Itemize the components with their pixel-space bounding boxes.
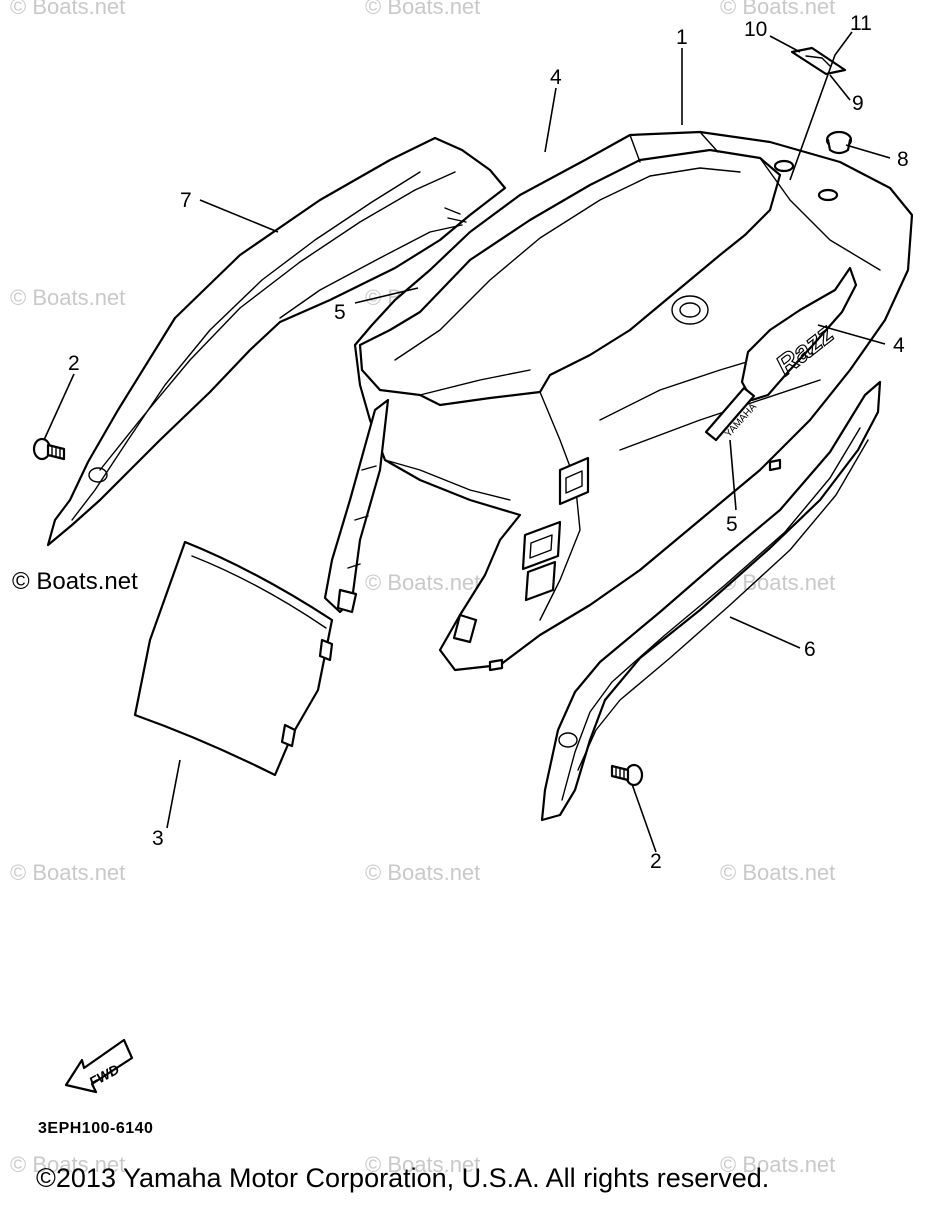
watermark: © Boats.net bbox=[365, 570, 480, 595]
watermark: © Boats.net bbox=[720, 1152, 835, 1177]
callout-10: 10 bbox=[744, 18, 767, 41]
clip-plate bbox=[790, 46, 847, 76]
bolt-left bbox=[32, 437, 66, 461]
boats-net-label: © Boats.net bbox=[12, 568, 138, 595]
figure-code: 3EPH100-6140 bbox=[38, 1120, 154, 1137]
callout-4-right: 4 bbox=[893, 334, 905, 357]
callout-2-right: 2 bbox=[650, 850, 662, 873]
callout-3: 3 bbox=[152, 827, 164, 850]
callout-9: 9 bbox=[852, 92, 864, 115]
callout-2-left: 2 bbox=[68, 352, 80, 375]
callout-11: 11 bbox=[850, 12, 872, 35]
watermark: © Boats.net bbox=[10, 0, 125, 19]
grommet bbox=[825, 130, 853, 155]
watermark: © Boats.net bbox=[720, 860, 835, 885]
rear-lower-panel bbox=[133, 540, 334, 777]
watermark: © Boats.net bbox=[10, 285, 125, 310]
bolt-right bbox=[610, 763, 644, 787]
main-rear-cover bbox=[323, 130, 914, 672]
watermark: © Boats.net bbox=[720, 0, 835, 19]
watermark: © Boats.net bbox=[365, 0, 480, 19]
callout-5-left: 5 bbox=[334, 301, 346, 324]
right-side-cover bbox=[540, 380, 882, 822]
callout-numbers: 1 4 7 2 5 4 5 6 2 3 8 9 10 11 bbox=[68, 12, 909, 873]
copyright-notice: ©2013 Yamaha Motor Corporation, U.S.A. A… bbox=[36, 1163, 770, 1193]
watermark: © Boats.net bbox=[365, 860, 480, 885]
forward-arrow-icon: FWD bbox=[64, 1038, 134, 1094]
callout-6: 6 bbox=[804, 638, 816, 661]
leader-lines bbox=[43, 31, 891, 853]
callout-1: 1 bbox=[676, 26, 688, 49]
watermark: © Boats.net bbox=[10, 1152, 125, 1177]
watermark: © Boats.net bbox=[10, 860, 125, 885]
callout-8: 8 bbox=[897, 148, 909, 171]
callout-4-top: 4 bbox=[550, 66, 562, 89]
callout-5-right: 5 bbox=[726, 513, 738, 536]
watermark: © Boats.net bbox=[365, 1152, 480, 1177]
callout-7: 7 bbox=[180, 189, 192, 212]
left-side-cover bbox=[46, 136, 507, 547]
